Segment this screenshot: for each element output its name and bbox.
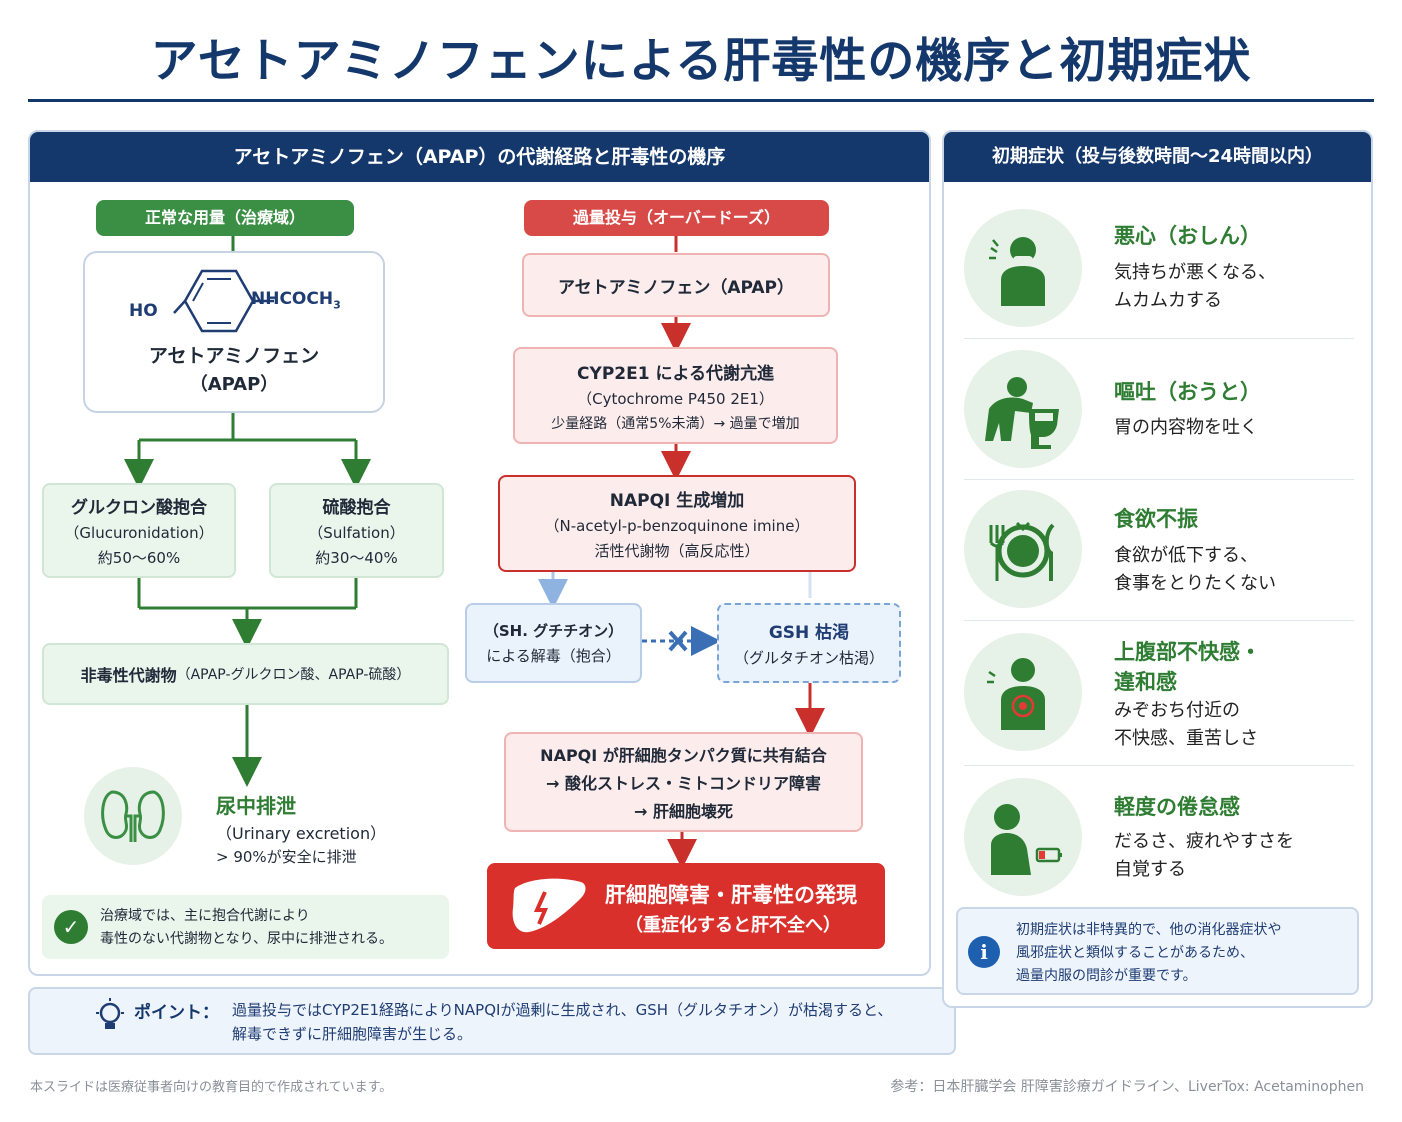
info-line2: 風邪症状と類似することがあるため、 (1016, 945, 1254, 961)
vomiting-title: 嘔吐（おうと） (1114, 380, 1261, 404)
liver-icon (512, 878, 586, 933)
binding-line3: → 肝細胞壊死 (634, 802, 733, 821)
nontoxic-metabolite-box: 非毒性代謝物 （APAP-グルクロン酸、APAP-硫酸） (42, 643, 449, 705)
check-icon: ✓ (54, 910, 88, 944)
cyp2e1-box: CYP2E1 による代謝亢進 （Cytochrome P450 2E1） 少量経… (513, 347, 838, 444)
urine-title: 尿中排泄 (216, 794, 296, 818)
gluc-title: グルクロン酸抱合 (71, 498, 207, 518)
symptom-epigastric: 上腹部不快感・ 違和感 みぞおち付近の 不快感、重苦しさ (964, 633, 1354, 773)
symptom-nausea: 悪心（おしん） 気持ちが悪くなる、 ムカムカする (964, 209, 1354, 349)
result-line1: 肝細胞障害・肝毒性の発現 (605, 883, 857, 907)
drug-name: アセトアミノフェン (148, 344, 320, 367)
napqi-en: （N-acetyl-p-benzoquinone imine） (544, 517, 810, 535)
benzene-ring-icon (173, 269, 274, 332)
point-label: ポイント： (134, 1003, 219, 1023)
nontoxic-detail: （APAP-グルクロン酸、APAP-硫酸） (176, 667, 411, 683)
drug-abbr: （APAP） (189, 373, 279, 395)
note-line-1: 治療域では、主に抱合代謝により (100, 908, 310, 924)
napqi-box: NAPQI 生成増加 （N-acetyl-p-benzoquinone imin… (498, 475, 856, 572)
separator (964, 620, 1354, 621)
fatigue-desc: だるさ、疲れやすさを 自覚する (1114, 831, 1294, 880)
point-line1: 過量投与ではCYP2E1経路によりNAPQIが過剰に生成され、GSH（グルタチオ… (232, 1001, 893, 1019)
ho-group: HO (129, 301, 158, 321)
sulf-title: 硫酸抱合 (322, 498, 391, 518)
point-line2: 解毒できずに肝細胞障害が生じる。 (232, 1025, 473, 1043)
gsh-depletion-box: GSH 枯渇 （グルタチオン枯渇） (717, 603, 901, 683)
napqi-title: NAPQI 生成増加 (609, 491, 745, 511)
separator (964, 765, 1354, 766)
separator (964, 479, 1354, 480)
apap-structure-box: HO NHCOCH3 アセトアミノフェン （APAP） (83, 251, 385, 413)
gsh-depl-line1: GSH 枯渇 (768, 623, 850, 643)
symptom-anorexia: 食欲不振 食欲が低下する、 食事をとりたくない (964, 490, 1354, 630)
lightbulb-icon (96, 998, 124, 1029)
info-line1: 初期症状は非特異的で、他の消化器症状や (1016, 922, 1282, 938)
gluc-pct: 約50〜60% (97, 549, 181, 567)
footer-reference: 参考：日本肝臓学会 肝障害診療ガイドライン、LiverTox: Acetamin… (890, 1079, 1364, 1095)
normal-summary-note: ✓ 治療域では、主に抱合代謝により 毒性のない代謝物となり、尿中に排泄される。 (42, 895, 449, 959)
anorexia-title: 食欲不振 (1114, 507, 1198, 531)
napqi-note: 活性代謝物（高反応性） (594, 542, 760, 560)
nhcoch-group: NHCOCH3 (251, 289, 341, 312)
gsh-depl-line2: （グルタチオン枯渇） (733, 649, 884, 667)
vomit-icon (964, 350, 1082, 468)
symptom-info-box: i 初期症状は非特異的で、他の消化器症状や 風邪症状と類似することがあるため、 … (956, 907, 1359, 995)
gsh-detox-line1: （SH. グチチオン） (483, 622, 624, 640)
sulf-pct: 約30〜40% (315, 549, 398, 567)
kidney-icon (84, 767, 182, 865)
info-line3: 過量内服の問診が重要です。 (1016, 968, 1197, 984)
binding-line2: → 酸化ストレス・ミトコンドリア障害 (546, 774, 821, 793)
hepatotoxicity-result-box: 肝細胞障害・肝毒性の発現 （重症化すると肝不全へ） (487, 863, 885, 949)
sulf-en: （Sulfation） (308, 524, 405, 542)
point-bar: ポイント： 過量投与ではCYP2E1経路によりNAPQIが過剰に生成され、GSH… (28, 987, 956, 1055)
symptoms-panel-header: 初期症状（投与後数時間〜24時間以内） (944, 132, 1371, 182)
title-rule (28, 99, 1374, 102)
gsh-detox-box: （SH. グチチオン） による解毒（抱合） (465, 603, 642, 683)
fatigue-icon (964, 778, 1082, 896)
fatigue-title: 軽度の倦怠感 (1114, 795, 1240, 819)
page-title: アセトアミノフェンによる肝毒性の機序と初期症状 (150, 34, 1252, 89)
footer-disclaimer: 本スライドは医療従事者向けの教育目的で作成されています。 (30, 1080, 393, 1095)
gsh-detox-line2: による解毒（抱合） (486, 647, 621, 665)
symptom-fatigue: 軽度の倦怠感 だるさ、疲れやすさを 自覚する (964, 778, 1354, 918)
gluc-en: （Glucuronidation） (64, 524, 214, 542)
protein-binding-box: NAPQI が肝細胞タンパク質に共有結合 → 酸化ストレス・ミトコンドリア障害 … (504, 732, 863, 832)
urine-en: （Urinary excretion） (216, 824, 387, 843)
apap-overdose-box: アセトアミノフェン（APAP） (522, 253, 830, 317)
nausea-desc: 気持ちが悪くなる、 ムカムカする (1114, 262, 1276, 311)
epigastric-desc: みぞおち付近の 不快感、重苦しさ (1114, 700, 1258, 749)
nausea-icon (964, 209, 1082, 327)
stomach-icon (964, 633, 1082, 751)
mechanism-panel-header: アセトアミノフェン（APAP）の代謝経路と肝毒性の機序 (30, 132, 929, 182)
cyp-title: CYP2E1 による代謝亢進 (577, 363, 774, 384)
result-line2: （重症化すると肝不全へ） (625, 915, 841, 936)
separator (964, 338, 1354, 339)
symptom-vomiting: 嘔吐（おうと） 胃の内容物を吐く (964, 350, 1354, 490)
note-line-2: 毒性のない代謝物となり、尿中に排泄される。 (100, 931, 394, 947)
apap-overdose-text: アセトアミノフェン（APAP） (558, 277, 794, 298)
vomiting-desc: 胃の内容物を吐く (1114, 417, 1258, 438)
urine-pct: > 90%が安全に排泄 (216, 848, 357, 866)
overdose-label: 過量投与（オーバードーズ） (524, 200, 829, 236)
info-icon: i (968, 936, 1000, 968)
cyp-note: 少量経路（通常5%未満）→ 過量で増加 (551, 415, 800, 432)
plate-icon (964, 490, 1082, 608)
anorexia-desc: 食欲が低下する、 食事をとりたくない (1114, 545, 1276, 594)
glucuronidation-box: グルクロン酸抱合 （Glucuronidation） 約50〜60% (42, 483, 236, 578)
normal-dose-label: 正常な用量（治療域） (96, 200, 354, 236)
sulfation-box: 硫酸抱合 （Sulfation） 約30〜40% (269, 483, 444, 578)
nontoxic-title: 非毒性代謝物 (80, 666, 177, 685)
cyp-en: （Cytochrome P450 2E1） (577, 389, 774, 408)
binding-line1: NAPQI が肝細胞タンパク質に共有結合 (540, 746, 827, 765)
nausea-title: 悪心（おしん） (1114, 224, 1261, 248)
epigastric-title: 上腹部不快感・ 違和感 (1114, 640, 1261, 694)
